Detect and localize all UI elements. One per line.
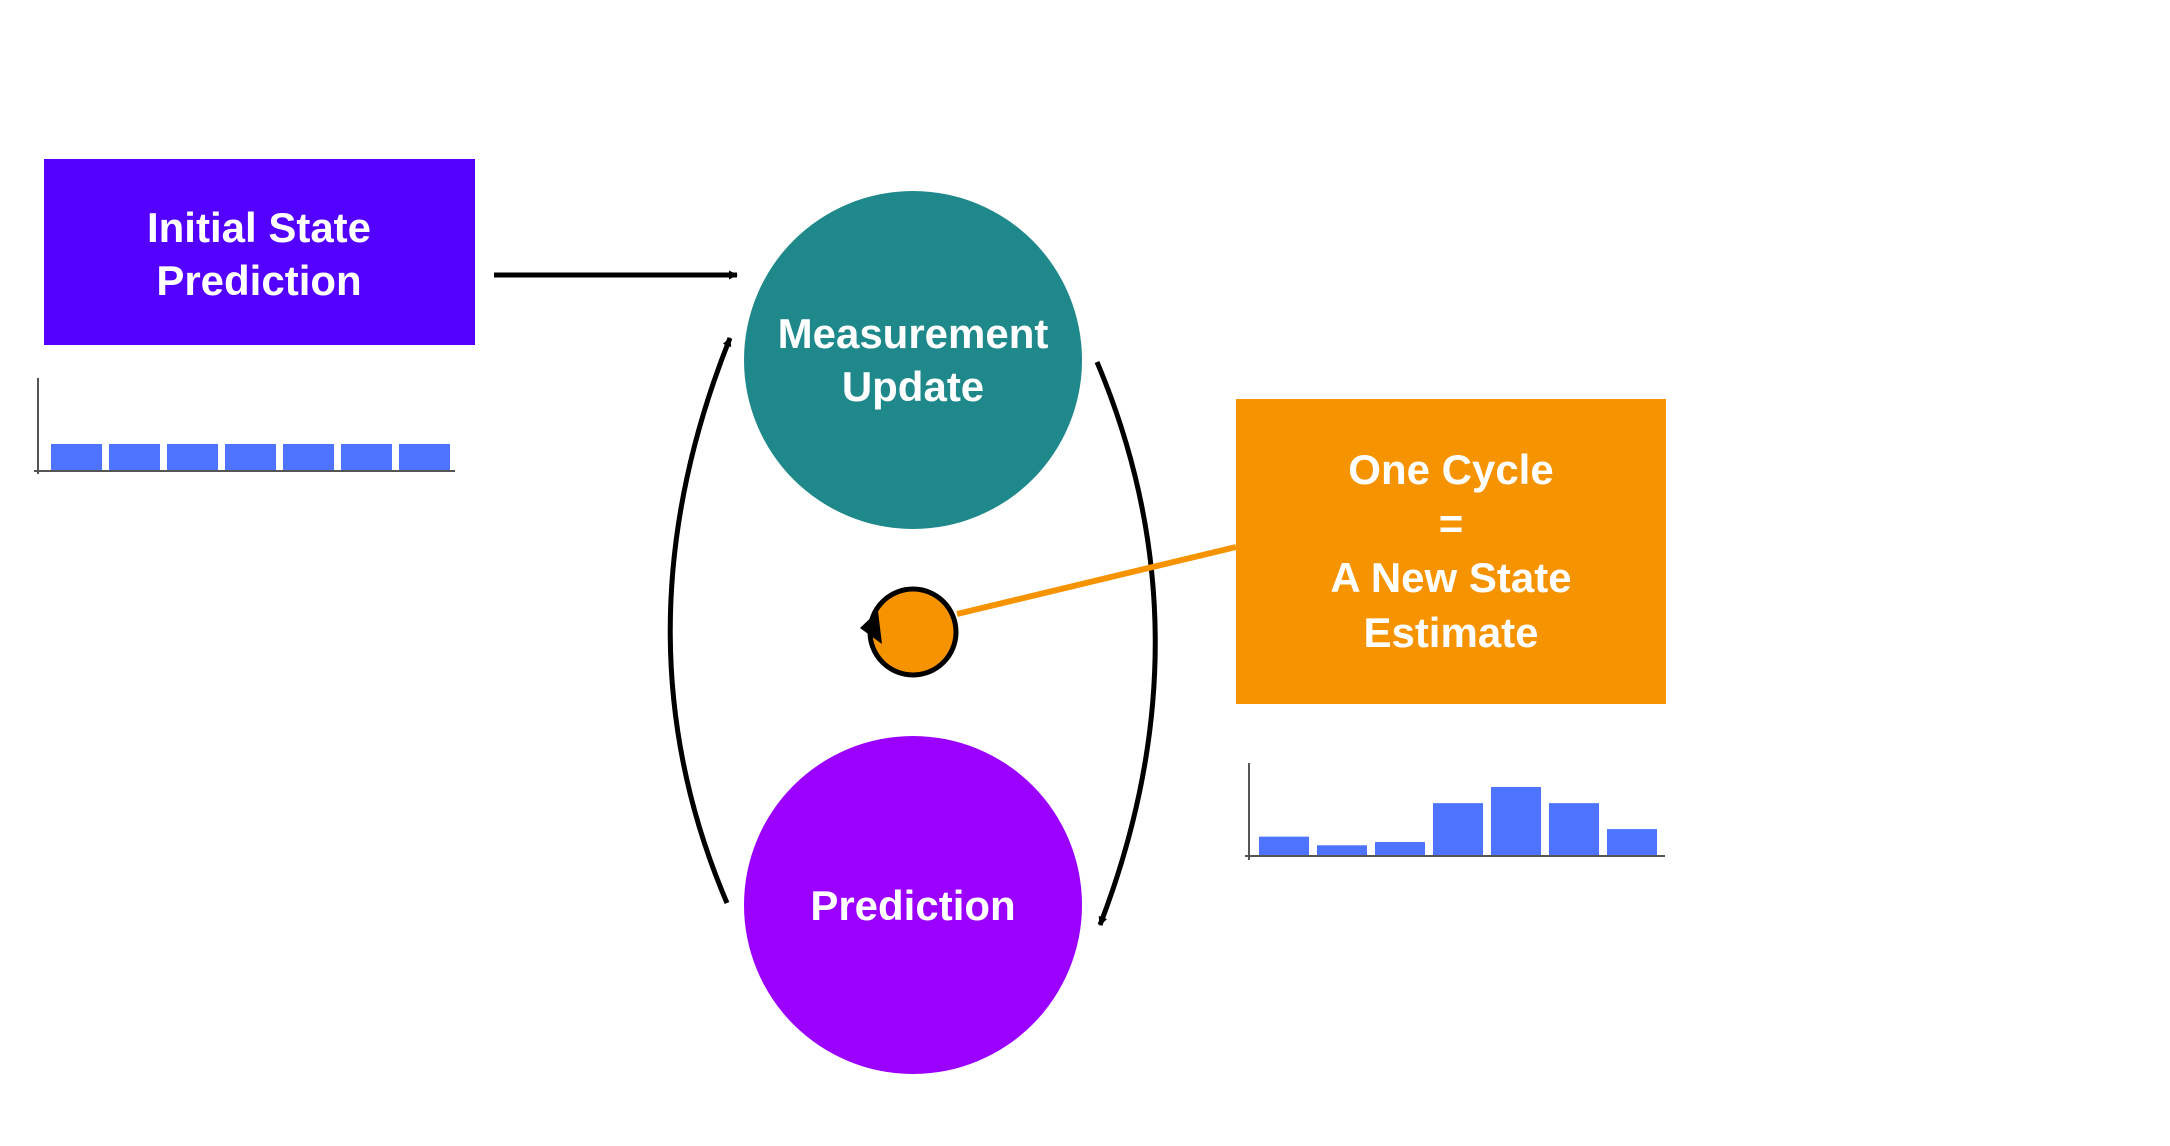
one-cycle-label-line4: Estimate: [1363, 609, 1538, 656]
prediction-node: Prediction: [744, 736, 1082, 1074]
cycle-icon: [860, 586, 959, 678]
prediction-to-measurement-arrow: [667, 337, 733, 904]
one-cycle-label-line2: =: [1439, 500, 1464, 547]
one-cycle-node: One Cycle = A New State Estimate: [1236, 399, 1666, 704]
measurement-update-label-line1: Measurement: [778, 310, 1049, 357]
cycle-connector-line: [956, 544, 1237, 617]
initial-state-label-line2: Prediction: [156, 257, 361, 304]
initial-state-box: [44, 159, 475, 345]
initial-histogram-bar: [109, 444, 160, 470]
estimate-histogram-bar: [1549, 803, 1599, 855]
initial-histogram-bar: [51, 444, 102, 470]
estimate-histogram: [1245, 763, 1665, 860]
one-cycle-label-line1: One Cycle: [1348, 446, 1553, 493]
measurement-update-circle: [744, 191, 1082, 529]
initial-histogram-bar: [399, 444, 450, 470]
initial-histogram-bar: [167, 444, 218, 470]
initial-state-label-line1: Initial State: [147, 204, 371, 251]
estimate-histogram-bar: [1491, 786, 1541, 855]
measurement-update-label-line2: Update: [842, 363, 984, 410]
prediction-circle: [744, 736, 1082, 1074]
measurement-to-prediction-arrow: [1094, 361, 1158, 926]
estimate-histogram-bar: [1259, 836, 1309, 855]
estimate-histogram-bar: [1433, 803, 1483, 855]
estimate-histogram-bar: [1375, 842, 1425, 855]
initial-histogram: [34, 378, 455, 474]
initial-histogram-bar: [225, 444, 276, 470]
prediction-label: Prediction: [810, 882, 1015, 929]
estimate-histogram-bar: [1607, 829, 1657, 855]
initial-histogram-bar: [283, 444, 334, 470]
initial-histogram-bar: [341, 444, 392, 470]
one-cycle-box: [1236, 399, 1666, 704]
one-cycle-label-line3: A New State: [1330, 554, 1571, 601]
estimate-histogram-bar: [1317, 845, 1367, 855]
initial-state-node: Initial State Prediction: [44, 159, 475, 345]
measurement-update-node: Measurement Update: [744, 191, 1082, 529]
